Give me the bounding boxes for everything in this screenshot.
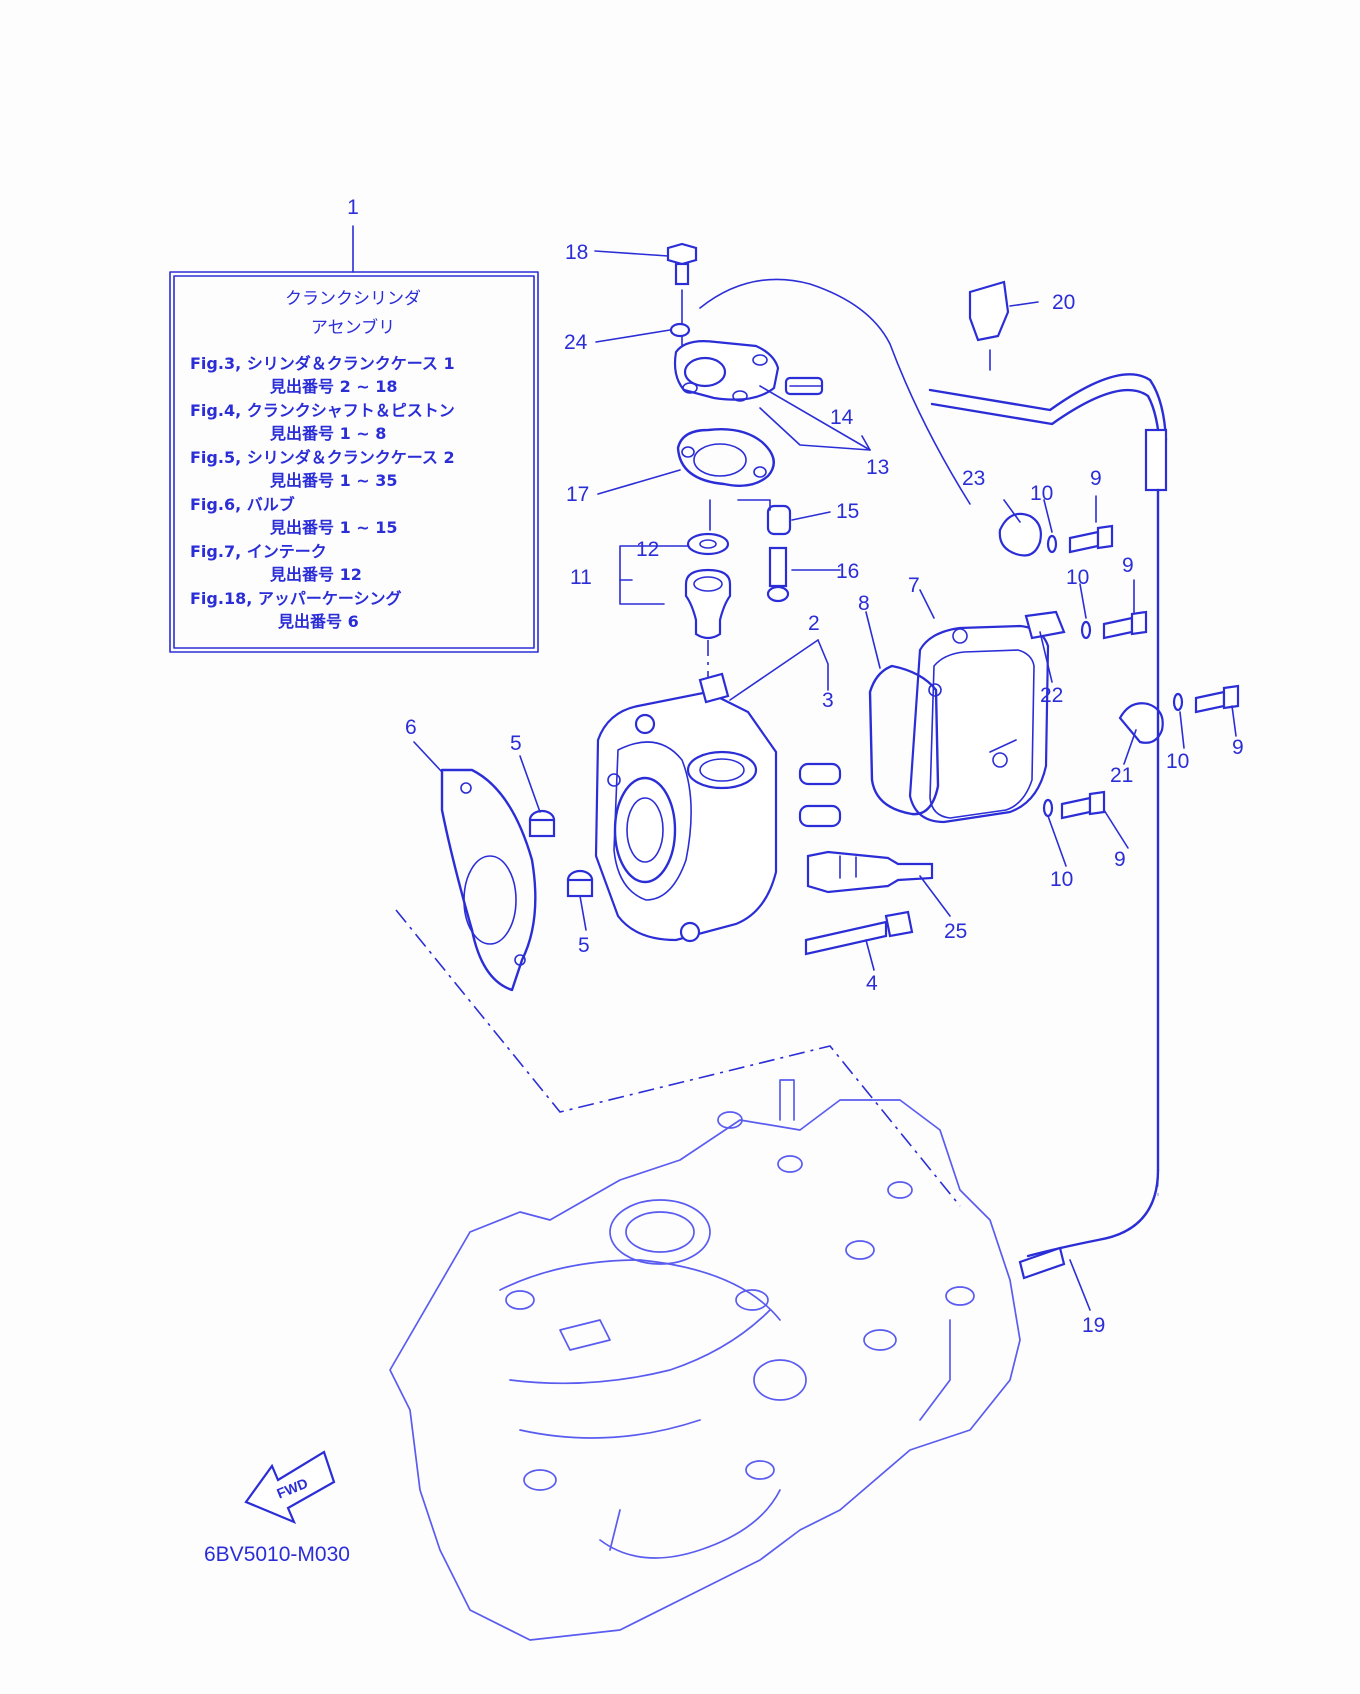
callout-1: 1	[347, 196, 359, 219]
dowel-3	[798, 762, 842, 786]
callout-21: 21	[1110, 764, 1133, 787]
callout-24: 24	[564, 331, 588, 354]
callout-5: 5	[578, 934, 590, 957]
gasket-8	[868, 664, 940, 816]
callout-10: 10	[1030, 482, 1053, 505]
callout-15: 15	[836, 500, 859, 523]
callout-3: 3	[822, 689, 834, 712]
callout-25: 25	[944, 920, 967, 943]
cables-and-hoses	[699, 278, 1168, 1280]
cylinder-body	[594, 672, 842, 943]
assembly-legend-box: 1 クランクシリンダ アセンブリ Fig.3, シリンダ＆クランクケース 1 見…	[169, 196, 539, 653]
gasket-6	[440, 768, 537, 992]
callout-23: 23	[962, 467, 985, 490]
callout-14: 14	[830, 406, 854, 429]
callout-9: 9	[1122, 554, 1134, 577]
clamp-22	[1024, 610, 1066, 640]
callout-22: 22	[1040, 684, 1063, 707]
callout-9: 9	[1114, 848, 1126, 871]
assembly-title-line2: アセンブリ	[311, 317, 395, 338]
legend-ref: 見出番号 1 ~ 35	[269, 471, 398, 490]
bolt-9	[1068, 530, 1100, 554]
legend-fig: Fig.4, クランクシャフト＆ピストン	[190, 401, 455, 420]
legend-fig: Fig.3, シリンダ＆クランクケース 1	[190, 354, 455, 373]
legend-ref: 見出番号 1 ~ 8	[269, 424, 386, 443]
thermostat-group	[684, 499, 792, 770]
callout-9: 9	[1090, 467, 1102, 490]
callout-6: 6	[405, 716, 417, 739]
washer-24	[669, 322, 691, 338]
callout-20: 20	[1052, 291, 1075, 314]
legend-ref: 見出番号 6	[277, 612, 359, 631]
callout-9: 9	[1232, 736, 1244, 759]
callout-18: 18	[565, 241, 588, 264]
legend-fig: Fig.5, シリンダ＆クランクケース 2	[190, 448, 455, 467]
callout-8: 8	[858, 592, 870, 615]
bolt-16	[768, 546, 788, 588]
diagram-code: 6BV5010-M030	[204, 1543, 350, 1566]
washer-10	[1046, 534, 1058, 554]
legend-fig: Fig.7, インテーク	[190, 542, 327, 561]
legend-ref: 見出番号 12	[269, 565, 362, 584]
callout-2: 2	[808, 612, 820, 635]
thermostat-cover-group	[666, 242, 824, 531]
gasket-17	[676, 428, 775, 487]
clamp-23	[998, 512, 1042, 557]
spark-plug-25	[806, 850, 934, 894]
legend-fig: Fig.6, バルブ	[190, 495, 295, 514]
callout-10: 10	[1066, 566, 1089, 589]
callout-7: 7	[908, 574, 920, 597]
projection-lines	[395, 520, 1159, 1207]
cylinder-head-cover-7	[908, 624, 1050, 824]
callout-4: 4	[866, 972, 878, 995]
callout-17: 17	[566, 483, 589, 506]
head-cover-group	[868, 624, 1050, 824]
callout-11: 11	[570, 566, 592, 589]
legend-ref: 見出番号 2 ~ 18	[269, 377, 398, 396]
callout-16: 16	[836, 560, 859, 583]
cylinder-gasket-group	[440, 768, 594, 992]
callout-5: 5	[510, 732, 522, 755]
callout-10: 10	[1050, 868, 1073, 891]
legend-ref: 見出番号 1 ~ 15	[269, 518, 398, 537]
hose-19	[928, 373, 1168, 442]
bolt-4	[804, 920, 888, 956]
callout-19: 19	[1082, 1314, 1105, 1337]
clamp-21	[1118, 702, 1164, 744]
callout-10: 10	[1166, 750, 1189, 773]
leader-lines	[413, 250, 1237, 1311]
callout-13: 13	[866, 456, 889, 479]
bolt-18	[666, 242, 698, 266]
callout-12: 12	[636, 538, 659, 561]
assembly-title-line1: クランクシリンダ	[285, 289, 421, 309]
fwd-arrow-icon: FWD	[244, 1450, 336, 1525]
crankcase-outline	[389, 1079, 1021, 1641]
callout-labels: 18 24 20 14 13 17 23 10 9 15 12 11 16 2 …	[405, 241, 1244, 1337]
legend-fig: Fig.18, アッパーケーシング	[190, 589, 402, 608]
thermostat-11	[684, 568, 732, 640]
collar-15	[766, 504, 792, 536]
connector-20	[968, 280, 1010, 342]
bolts-and-clamps	[998, 512, 1240, 820]
washer-12	[686, 532, 730, 556]
spark-plug-and-bolt	[804, 850, 934, 956]
